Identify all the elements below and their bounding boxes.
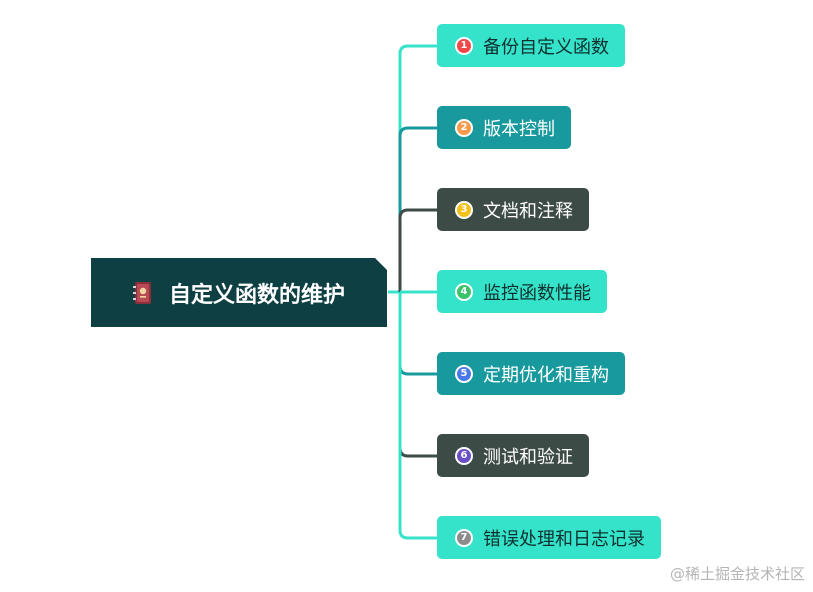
badge-number: 6 xyxy=(457,448,471,463)
branch-label: 测试和验证 xyxy=(483,446,573,468)
branch-node-3[interactable]: 3 文档和注释 xyxy=(437,188,589,231)
branch-label: 备份自定义函数 xyxy=(483,36,609,58)
branch-node-1[interactable]: 1 备份自定义函数 xyxy=(437,24,625,67)
corner-fold xyxy=(375,258,387,270)
badge-number: 2 xyxy=(457,120,471,135)
number-badge-icon: 1 xyxy=(455,36,473,55)
number-badge-icon: 4 xyxy=(455,282,473,301)
root-topic[interactable]: 自定义函数的维护 xyxy=(91,258,387,327)
branch-node-2[interactable]: 2 版本控制 xyxy=(437,106,571,149)
branch-label: 文档和注释 xyxy=(483,200,573,222)
branch-connector-5 xyxy=(398,292,437,376)
root-title: 自定义函数的维护 xyxy=(168,282,345,308)
number-badge-icon: 5 xyxy=(455,364,473,383)
branch-connector-1 xyxy=(398,44,437,292)
branch-label: 版本控制 xyxy=(483,118,555,140)
branch-connector-7 xyxy=(398,292,437,540)
badge-number: 7 xyxy=(457,530,471,545)
number-badge-icon: 3 xyxy=(455,200,473,219)
badge-number: 1 xyxy=(457,38,471,53)
notebook-icon xyxy=(132,281,151,304)
branch-connector-2 xyxy=(398,126,437,292)
branch-node-4[interactable]: 4 监控函数性能 xyxy=(437,270,607,313)
branch-node-6[interactable]: 6 测试和验证 xyxy=(437,434,589,477)
watermark: @稀土掘金技术社区 xyxy=(669,565,805,583)
branch-connector-3 xyxy=(398,208,437,292)
badge-number: 3 xyxy=(457,202,471,217)
number-badge-icon: 2 xyxy=(455,118,473,137)
badge-number: 4 xyxy=(457,284,471,299)
number-badge-icon: 6 xyxy=(455,446,473,465)
badge-number: 5 xyxy=(457,366,471,381)
number-badge-icon: 7 xyxy=(455,528,473,547)
branch-label: 错误处理和日志记录 xyxy=(483,528,645,550)
branch-label: 定期优化和重构 xyxy=(483,364,609,386)
branch-node-5[interactable]: 5 定期优化和重构 xyxy=(437,352,625,395)
branch-node-7[interactable]: 7 错误处理和日志记录 xyxy=(437,516,661,559)
branch-label: 监控函数性能 xyxy=(483,282,591,304)
